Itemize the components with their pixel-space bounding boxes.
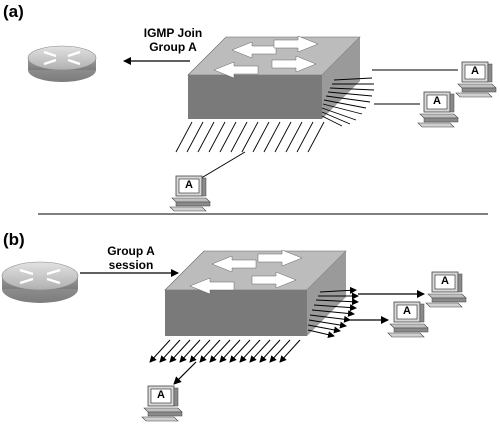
host-a-middle-right-letter: A bbox=[433, 95, 441, 107]
igmp-join-line1: IGMP Join bbox=[143, 26, 203, 40]
router-b bbox=[1, 261, 79, 303]
host-a-bottom-letter: A bbox=[185, 179, 193, 191]
panel-b-label: (b) bbox=[3, 230, 25, 249]
host-b-top-right-letter: A bbox=[441, 275, 449, 287]
group-session-annotation: Group A session bbox=[96, 244, 166, 272]
host-b-bottom-letter: A bbox=[157, 389, 165, 401]
router-a bbox=[27, 45, 97, 82]
igmp-join-annotation: IGMP Join Group A bbox=[133, 26, 213, 54]
switch-a bbox=[175, 35, 375, 153]
group-session-line1: Group A bbox=[107, 244, 155, 258]
group-session-line2: session bbox=[108, 258, 154, 272]
host-b-middle-right-letter: A bbox=[403, 305, 411, 317]
switch-b bbox=[149, 249, 359, 363]
host-a-top-right-letter: A bbox=[471, 65, 479, 77]
igmp-join-line2: Group A bbox=[149, 40, 197, 54]
panel-a-label: (a) bbox=[3, 2, 24, 21]
